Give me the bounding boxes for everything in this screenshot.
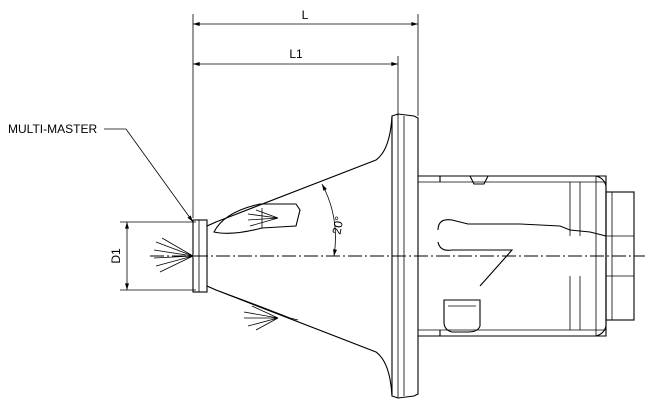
callout-multi-master: MULTI-MASTER [8,122,194,223]
callout-label: MULTI-MASTER [8,122,97,136]
coolant-spray-upper [247,209,279,227]
dimension-l: L [192,8,419,218]
dimension-l1-label: L1 [289,47,303,61]
coolant-spray-lower [215,289,299,331]
dimension-d1-label: D1 [109,248,123,264]
dimension-l-label: L [302,8,309,22]
dimension-l1: L1 [193,47,399,116]
dimension-d1: D1 [109,221,196,291]
tool-body [192,113,635,399]
coolant-spray-nose [153,237,194,273]
dimension-angle-label: 20° [330,215,347,235]
dimension-angle: 20° [321,183,347,257]
coolant-bore-upper [213,203,301,234]
